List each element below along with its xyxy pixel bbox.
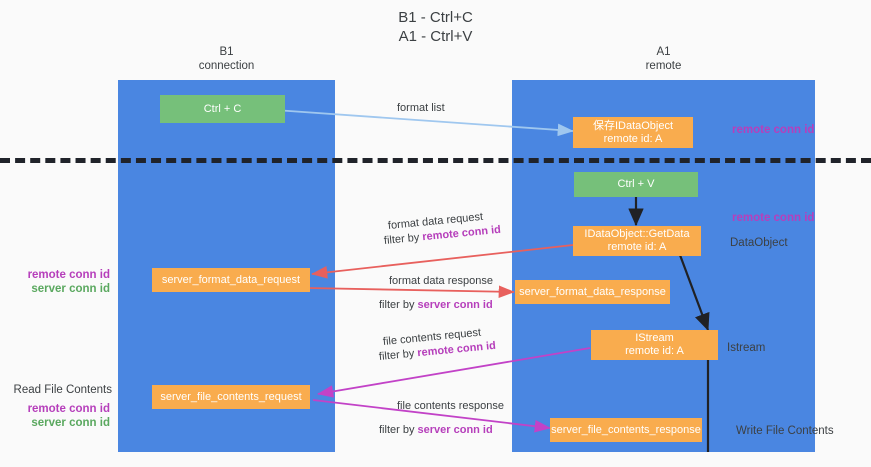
arrow-format-data-response: [307, 285, 515, 299]
note-left-remote-conn-id-bot: remote conn id: [27, 403, 110, 415]
title-line-1: B1 - Ctrl+C: [398, 9, 473, 26]
note-write-file-contents: Write File Contents: [736, 425, 834, 437]
flow-filter-file-contents-response-key: server conn id: [417, 424, 493, 436]
node-save-idataobject[interactable]: 保存IDataObject remote id: A: [573, 117, 693, 148]
note-dataobject: DataObject: [730, 237, 788, 249]
node-server-format-data-request[interactable]: server_format_data_request: [152, 268, 310, 292]
node-idataobject-getdata[interactable]: IDataObject::GetData remote id: A: [573, 226, 701, 256]
node-istream[interactable]: IStream remote id: A: [591, 330, 718, 360]
node-ctrl-v-label: Ctrl + V: [617, 178, 655, 190]
node-getdata-remote-id: remote id: A: [607, 241, 667, 253]
note-left-server-conn-id-bot: server conn id: [31, 417, 110, 429]
flow-label-format-data-response: format data response: [389, 275, 493, 287]
column-b1-role: connection: [198, 60, 255, 72]
note-read-file-contents: Read File Contents: [13, 384, 112, 396]
flow-filter-format-data-response: filter by server conn id: [379, 299, 493, 311]
note-remote-conn-id-top: remote conn id: [732, 124, 815, 136]
title-line-2: A1 - Ctrl+V: [398, 28, 473, 45]
node-server-format-data-response[interactable]: server_format_data_response: [515, 280, 670, 304]
column-header-a1: A1 remote: [512, 45, 815, 73]
flow-filter-format-data-request-prefix: filter by: [383, 231, 423, 247]
node-server-file-contents-request-label: server_file_contents_request: [160, 390, 302, 403]
flow-label-format-data-response-main: format data response: [389, 275, 493, 287]
node-ctrl-c[interactable]: Ctrl + C: [160, 95, 285, 123]
flow-label-file-contents-response: file contents response: [397, 400, 504, 412]
node-ctrl-v[interactable]: Ctrl + V: [574, 172, 698, 197]
flow-label-file-contents-response-main: file contents response: [397, 400, 505, 412]
column-b1-name: B1: [219, 46, 234, 58]
column-header-b1: B1 connection: [118, 45, 335, 73]
node-istream-remote-id: remote id: A: [625, 345, 684, 357]
node-server-format-data-request-label: server_format_data_request: [161, 273, 301, 286]
node-server-format-data-response-label: server_format_data_response: [519, 285, 666, 298]
note-left-server-conn-id-mid: server conn id: [31, 283, 110, 295]
node-getdata-label: IDataObject::GetData: [584, 228, 690, 240]
flow-filter-format-data-response-key: server conn id: [417, 299, 493, 311]
flow-label-format-list-main: format list: [397, 102, 445, 114]
flow-filter-file-contents-response: filter by server conn id: [379, 424, 493, 436]
flow-filter-file-contents-response-prefix: filter by: [379, 424, 418, 436]
node-save-idataobject-label: 保存IDataObject: [592, 119, 674, 132]
flow-filter-format-data-response-prefix: filter by: [379, 299, 418, 311]
node-server-file-contents-response[interactable]: server_file_contents_response: [550, 418, 702, 442]
diagram-title: B1 - Ctrl+C A1 - Ctrl+V: [0, 8, 871, 46]
node-save-idataobject-remote-id: remote id: A: [603, 132, 663, 145]
node-istream-label: IStream: [635, 332, 674, 344]
flow-label-format-list: format list: [397, 102, 445, 114]
note-remote-conn-id-mid: remote conn id: [732, 212, 815, 224]
column-a1-name: A1: [656, 46, 671, 58]
column-a1-role: remote: [645, 60, 682, 72]
note-left-remote-conn-id-mid: remote conn id: [27, 269, 110, 281]
node-server-file-contents-response-label: server_file_contents_response: [551, 423, 701, 436]
note-istream: Istream: [727, 342, 766, 354]
node-server-file-contents-request[interactable]: server_file_contents_request: [152, 385, 310, 409]
flow-filter-file-contents-request-prefix: filter by: [378, 347, 418, 363]
node-ctrl-c-label: Ctrl + C: [203, 102, 242, 115]
phase-divider: [0, 158, 871, 163]
